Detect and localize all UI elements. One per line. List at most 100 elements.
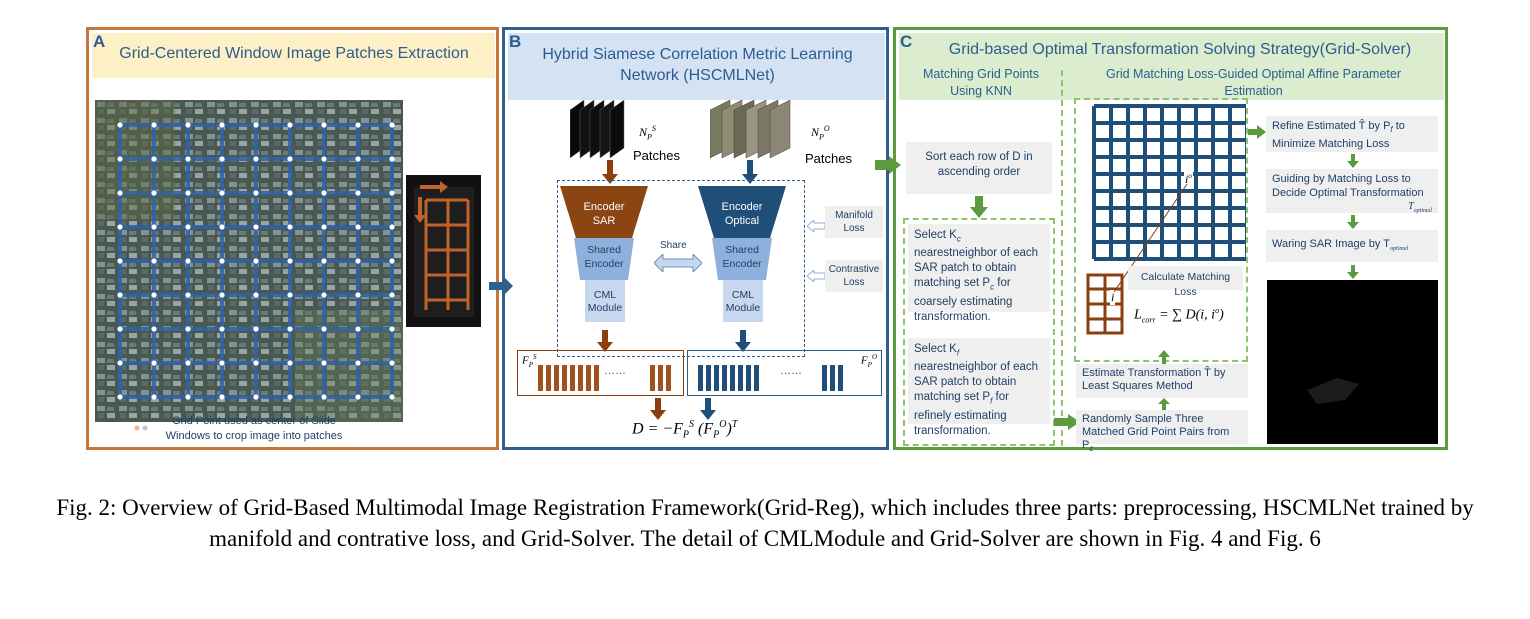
- panel-c: C Grid-based Optimal Transformation Solv…: [893, 27, 1448, 453]
- grid-point: [321, 258, 327, 264]
- grid-point: [219, 224, 225, 230]
- cml-module-optical: [723, 280, 763, 322]
- grid-point: [219, 326, 225, 332]
- grid-point: [151, 326, 157, 332]
- optical-patches-label: Patches: [805, 151, 852, 166]
- sar-patches-label: Patches: [633, 148, 680, 163]
- arrow-cml-sar-down: [597, 330, 613, 352]
- correspondence-line: [1113, 183, 1188, 293]
- grid-point: [253, 122, 259, 128]
- grid-point: [389, 292, 395, 298]
- panel-b-letter: B: [509, 32, 522, 51]
- grid-point: [219, 292, 225, 298]
- grid-point: [355, 122, 361, 128]
- grid-point: [321, 394, 327, 400]
- encoder-sar-block: [560, 186, 648, 238]
- column2-title: Grid Matching Loss-Guided Optimal Affine…: [1105, 67, 1402, 98]
- grid-point-legend-icon: [134, 425, 148, 431]
- grid-point: [185, 190, 191, 196]
- grid-point: [355, 156, 361, 162]
- sar-grid: [1086, 273, 1124, 335]
- arrow-estimate-up: [1158, 350, 1170, 364]
- arrow-optical-to-d: [700, 398, 716, 420]
- warped-sar-result-image: [1267, 280, 1438, 444]
- panel-c-letter: C: [900, 32, 913, 51]
- grid-point: [287, 258, 293, 264]
- shared-encoder-sar-block: [574, 238, 634, 280]
- grid-point: [117, 292, 123, 298]
- panel-b: B Hybrid Siamese Correlation Metric Lear…: [502, 27, 889, 450]
- grid-point: [287, 394, 293, 400]
- grid-point: [253, 190, 259, 196]
- sar-feature-box: FPS ……: [517, 350, 684, 396]
- grid-point: [151, 258, 157, 264]
- grid-point: [185, 292, 191, 298]
- matching-loss-formula: Lcorr = ∑ D(i, io): [1134, 306, 1224, 325]
- grid-point: [253, 326, 259, 332]
- grid-point-legend-text: Grid Point used as center of Slide Windo…: [165, 415, 343, 442]
- sar-feature-symbol: FPS: [522, 353, 537, 369]
- grid-point: [151, 360, 157, 366]
- grid-point: [185, 326, 191, 332]
- cml-module-sar: [585, 280, 625, 322]
- grid-point: [117, 326, 123, 332]
- grid-point: [389, 326, 395, 332]
- arrow-warp-down: [1347, 265, 1359, 279]
- grid-point: [151, 224, 157, 230]
- grid-point: [355, 258, 361, 264]
- grid-point: [287, 122, 293, 128]
- grid-point: [287, 156, 293, 162]
- grid-point: [151, 292, 157, 298]
- sar-patches-count: NPS: [639, 124, 656, 142]
- shared-encoder-sar-label: Shared Encoder: [584, 244, 624, 270]
- select-kc-box: Select Kc nearestneighbor of each SAR pa…: [908, 224, 1050, 323]
- estimate-transformation-box: Estimate Transformation T̂ by Least Squa…: [1076, 364, 1248, 398]
- arrow-sort-to-select: [970, 196, 988, 218]
- panel-c-title: Grid-based Optimal Transformation Solvin…: [948, 41, 1412, 58]
- arrow-to-sample-box: [1054, 414, 1080, 430]
- grid-point: [151, 122, 157, 128]
- shared-encoder-optical-block: [712, 238, 772, 280]
- grid-point: [253, 394, 259, 400]
- arrow-sar-to-d: [650, 398, 666, 420]
- grid-point: [321, 326, 327, 332]
- manifold-loss-arrow: [807, 220, 825, 232]
- grid-point: [151, 190, 157, 196]
- optical-patch-stack: [710, 100, 791, 159]
- guide-matching-loss-box: Guiding by Matching Loss to Decide Optim…: [1266, 169, 1438, 214]
- optical-patches-count: NPO: [811, 124, 830, 142]
- grid-point: [321, 224, 327, 230]
- grid-point: [321, 292, 327, 298]
- grid-point: [355, 292, 361, 298]
- grid-point-i-label: i: [1110, 290, 1116, 305]
- grid-point: [355, 360, 361, 366]
- grid-point: [219, 190, 225, 196]
- grid-point: [219, 156, 225, 162]
- grid-point: [117, 190, 123, 196]
- grid-point: [389, 394, 395, 400]
- encoder-sar-label: Encoder SAR: [583, 201, 625, 227]
- column1-title: Matching Grid Points Using KNN: [922, 67, 1040, 98]
- optical-feature-dots: ……: [780, 365, 802, 377]
- panel-b-title: Hybrid Siamese Correlation Metric Learni…: [542, 46, 853, 84]
- arrow-guide-down: [1347, 215, 1359, 229]
- panel-b-header: [508, 33, 885, 100]
- sar-feature-dots: ……: [604, 365, 626, 377]
- grid-point: [321, 360, 327, 366]
- grid-point: [117, 156, 123, 162]
- cml-module-sar-label: CML Module: [587, 289, 623, 314]
- figure-caption: Fig. 2: Overview of Grid-Based Multimoda…: [56, 495, 1474, 551]
- optical-image-with-grid: [95, 100, 403, 422]
- grid-point: [287, 326, 293, 332]
- grid-point: [253, 360, 259, 366]
- grid-point: [117, 258, 123, 264]
- siamese-network-container: [557, 180, 805, 357]
- arrow-cml-optical-down: [735, 330, 751, 352]
- grid-point: [355, 190, 361, 196]
- grid-point: [321, 156, 327, 162]
- sar-patch-stack: [570, 100, 625, 159]
- grid-point: [389, 190, 395, 196]
- grid-point: [253, 258, 259, 264]
- grid-point: [355, 394, 361, 400]
- grid-point: [253, 156, 259, 162]
